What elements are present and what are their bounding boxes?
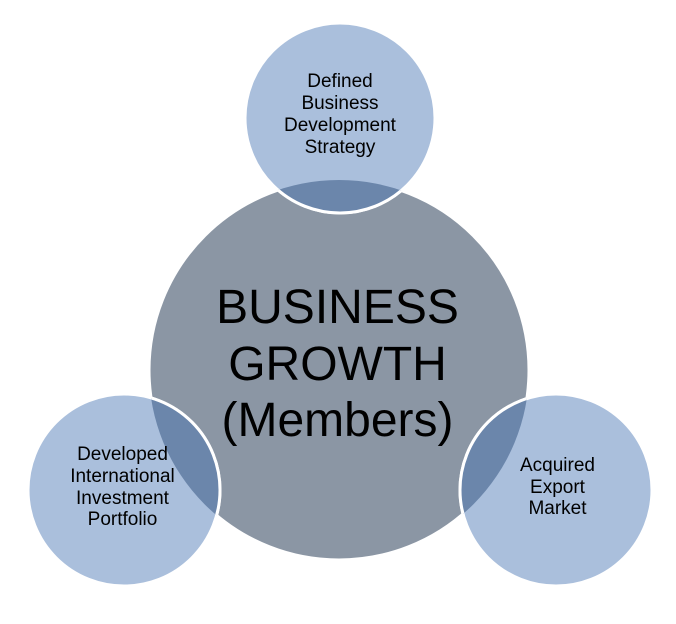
right-line-1: Acquired — [520, 454, 595, 476]
left-line-4: Portfolio — [87, 509, 158, 531]
right-line-3: Market — [528, 498, 587, 520]
center-line-3: (Members) — [221, 394, 454, 448]
left-line-3: Investment — [76, 487, 169, 509]
top-line-3: Development — [284, 115, 396, 136]
top-line-2: Business — [301, 93, 379, 115]
right-label: Acquired Export Market — [465, 430, 650, 545]
top-line-1: Defined — [307, 71, 373, 93]
top-label: Defined Business Development Strategy — [250, 60, 430, 170]
center-line-2: GROWTH — [228, 337, 447, 391]
left-line-1: Developed — [77, 443, 168, 465]
center-line-1: BUSINESS — [216, 281, 459, 335]
center-label: BUSINESS GROWTH (Members) — [150, 270, 525, 460]
left-line-2: International — [70, 465, 175, 487]
right-line-2: Export — [530, 476, 585, 498]
left-label: Developed International Investment Portf… — [30, 425, 215, 550]
top-overlap — [243, 180, 437, 215]
top-line-4: Strategy — [304, 136, 376, 158]
